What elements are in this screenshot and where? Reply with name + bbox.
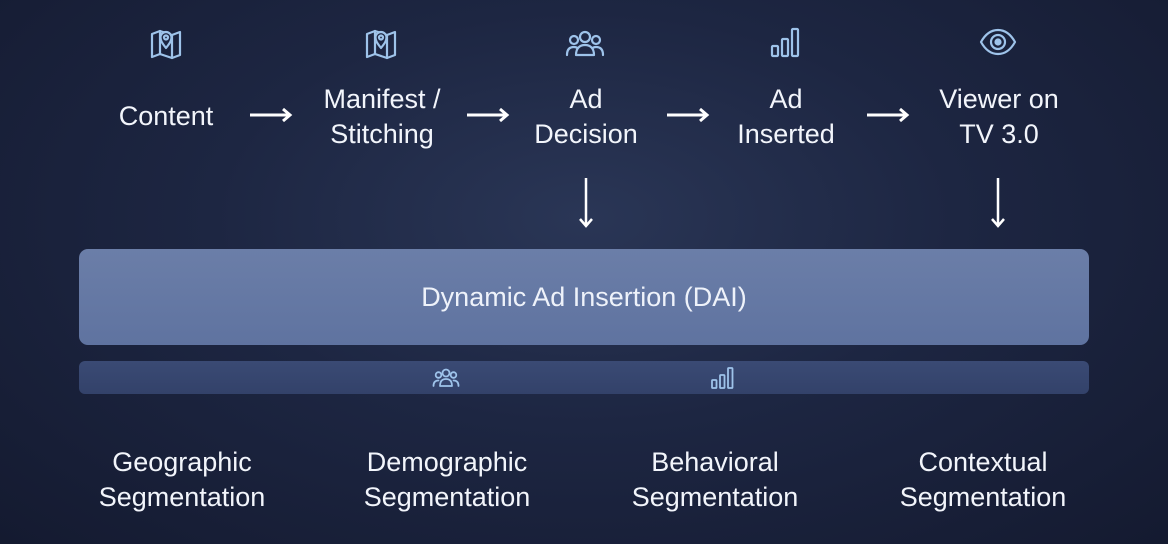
flow-arrow [866, 106, 910, 124]
down-arrow [576, 177, 596, 229]
bar-chart-icon [709, 365, 737, 391]
dai-label: Dynamic Ad Insertion (DAI) [421, 281, 747, 312]
segment-bar [79, 361, 1089, 394]
flow-arrow [666, 106, 710, 124]
dai-box: Dynamic Ad Insertion (DAI) [79, 249, 1089, 345]
users-icon [563, 22, 607, 66]
flow-arrow [466, 106, 510, 124]
map-pin-icon [359, 20, 403, 64]
flow-step-manifest-stitching: Manifest /Stitching [323, 84, 441, 149]
flow-step-content: Content [118, 101, 214, 131]
down-arrow [988, 177, 1008, 229]
flow-arrow [249, 106, 293, 124]
map-pin-icon [144, 20, 188, 64]
bar-chart-icon [764, 20, 808, 64]
eye-icon [976, 20, 1020, 64]
users-icon [432, 365, 460, 391]
